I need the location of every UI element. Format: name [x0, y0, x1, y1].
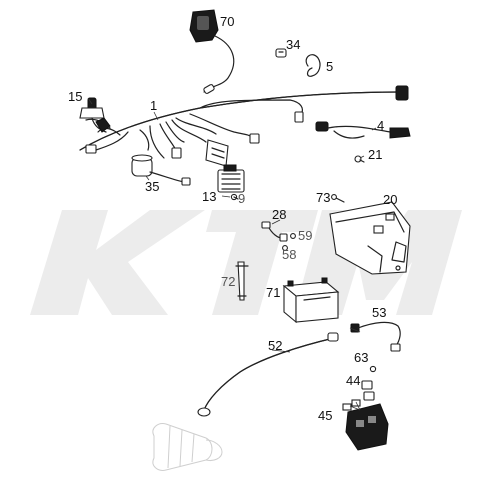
callout-21: 21: [368, 147, 382, 162]
callout-28: 28: [272, 207, 286, 222]
screw-63: [369, 365, 377, 373]
callout-52: 52: [268, 338, 282, 353]
ignition-switch: [79, 97, 111, 133]
starter-relay: [342, 399, 389, 451]
callout-labels: 70 34 5 15 1 4 21 35 13 9 73 20 28 59 58…: [68, 14, 397, 423]
callout-71: 71: [266, 285, 280, 300]
callout-15: 15: [68, 89, 82, 104]
main-wiring-harness: [79, 85, 409, 167]
callout-45: 45: [318, 408, 332, 423]
callout-1: 1: [150, 98, 157, 113]
voltage-regulator: [217, 164, 245, 193]
callout-20: 20: [383, 192, 397, 207]
leader-lines: [87, 97, 377, 411]
starter-cable: [350, 321, 401, 352]
callout-70: 70: [220, 14, 234, 29]
callout-35: 35: [145, 179, 159, 194]
starter-motor-outline: [152, 423, 223, 471]
battery: [282, 277, 340, 324]
screw-73: [331, 194, 345, 203]
callout-4: 4: [377, 118, 384, 133]
battery-holder-bracket: [329, 201, 411, 275]
callout-5: 5: [326, 59, 333, 74]
callout-13: 13: [202, 189, 216, 204]
sensor-cable: [315, 121, 411, 139]
cable-tie: [305, 54, 321, 77]
screw-58: [282, 245, 288, 251]
flasher-relay: [131, 154, 191, 186]
battery-strap: [235, 261, 249, 301]
screw-21: [354, 155, 365, 163]
callout-72: 72: [221, 274, 235, 289]
callout-63: 63: [354, 350, 368, 365]
screw-9: [230, 193, 239, 201]
ignition-coil: [189, 9, 235, 94]
callout-58: 58: [282, 247, 296, 262]
callout-9: 9: [238, 191, 245, 206]
starter-motor-cable: [197, 332, 339, 417]
screw-59: [290, 233, 296, 239]
callout-53: 53: [372, 305, 386, 320]
relay-holder: [361, 380, 375, 401]
clip-part: [275, 48, 287, 58]
callout-59: 59: [298, 228, 312, 243]
callout-73: 73: [316, 190, 330, 205]
battery-cable: [261, 221, 288, 242]
callout-34: 34: [286, 37, 300, 52]
callout-44: 44: [346, 373, 360, 388]
